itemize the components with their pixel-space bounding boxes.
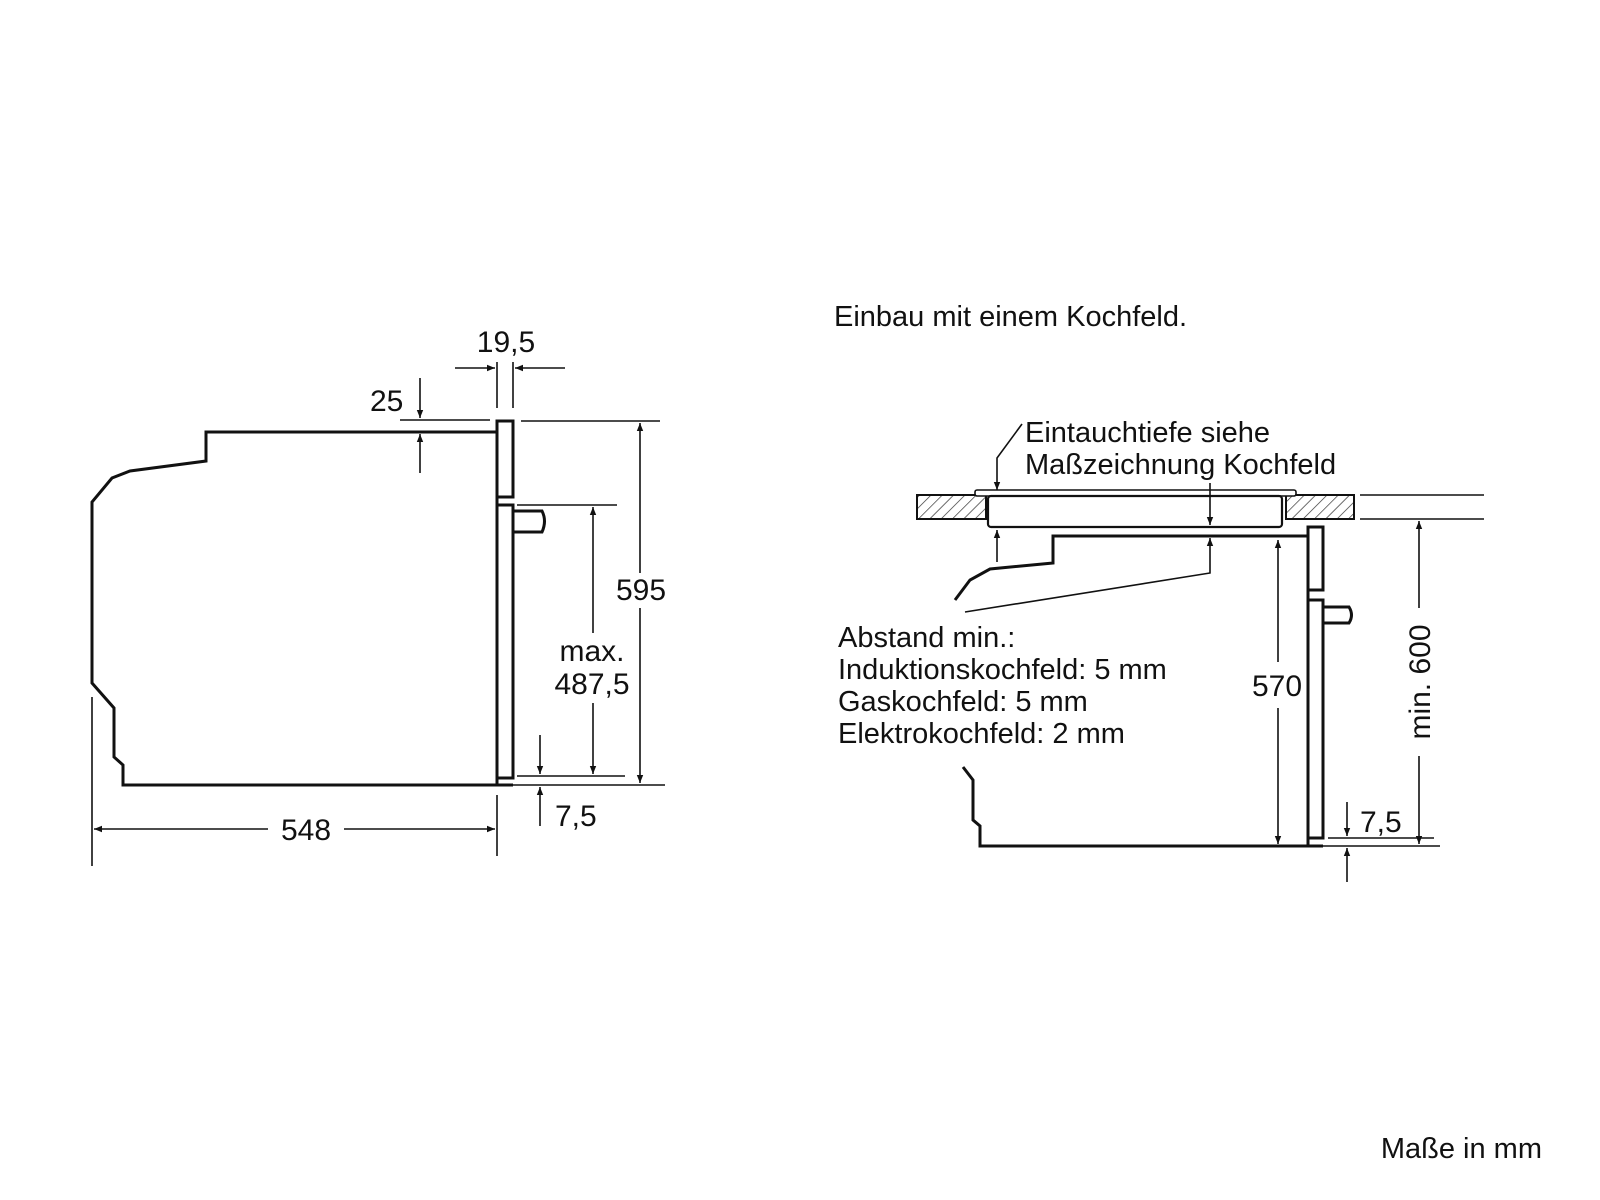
dim-bottom-right: 7,5 bbox=[1360, 806, 1402, 839]
distance-gas: Gaskochfeld: 5 mm bbox=[838, 686, 1088, 718]
arrow-icon bbox=[964, 538, 1214, 613]
door-bottom bbox=[495, 778, 513, 787]
dim-max-value: 487,5 bbox=[554, 668, 629, 701]
oven-body-outline bbox=[953, 534, 1308, 601]
door-handle bbox=[1323, 605, 1353, 625]
units-note: Maße in mm bbox=[1381, 1133, 1542, 1165]
dim-max-label: max. bbox=[559, 635, 624, 668]
page-title: Einbau mit einem Kochfeld. bbox=[834, 301, 1187, 333]
worktop-right bbox=[1285, 494, 1355, 520]
dim-top-offset: 25 bbox=[370, 385, 403, 418]
oven-body-outline bbox=[90, 430, 497, 787]
door-handle bbox=[513, 509, 546, 534]
hob-note-line1: Eintauchtiefe siehe bbox=[1025, 417, 1270, 449]
dim-height-570: 570 bbox=[1252, 670, 1302, 703]
oven-door bbox=[495, 503, 515, 780]
arrow-icon bbox=[993, 423, 1023, 490]
distance-electric: Elektrokochfeld: 2 mm bbox=[838, 718, 1125, 750]
distance-title: Abstand min.: bbox=[838, 622, 1015, 654]
dim-niche: min. 600 bbox=[1404, 624, 1437, 739]
dim-front-panel: 19,5 bbox=[477, 326, 535, 359]
dim-bottom: 7,5 bbox=[555, 800, 597, 833]
oven-door bbox=[1306, 598, 1325, 840]
worktop-left bbox=[916, 494, 987, 520]
install-view: Einbau mit einem Kochfeld. Eintauchtiefe… bbox=[834, 301, 1484, 882]
front-panel bbox=[1306, 525, 1325, 592]
hob-note-line2: Maßzeichnung Kochfeld bbox=[1025, 449, 1336, 481]
distance-induction: Induktionskochfeld: 5 mm bbox=[838, 654, 1167, 686]
dim-depth: 548 bbox=[281, 814, 331, 847]
front-panel bbox=[495, 419, 515, 499]
hob-body bbox=[986, 494, 1284, 529]
oven-body-bottom bbox=[961, 766, 1308, 848]
side-view: 19,5 25 595 max. 487,5 7,5 548 bbox=[90, 326, 666, 866]
dim-height: 595 bbox=[616, 574, 666, 607]
